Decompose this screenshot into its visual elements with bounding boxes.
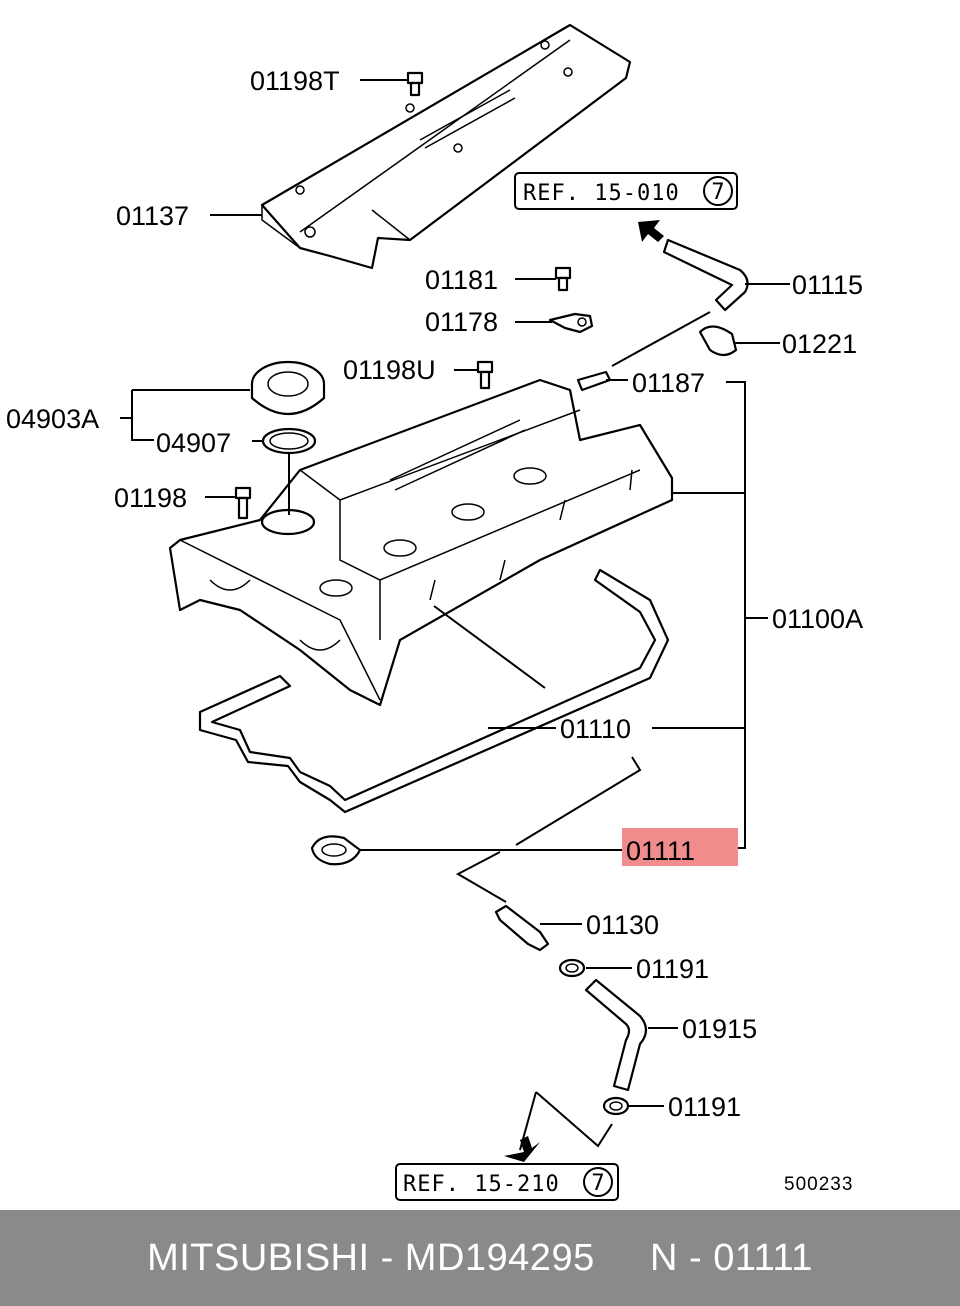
parts-diagram: 01198T 01137 01181 01178 01198U 01115 01… — [6, 23, 863, 1201]
oil-filler-cap — [250, 360, 326, 416]
rocker-cover-gasket-01110 — [198, 568, 670, 814]
footer-bar: MITSUBISHI - MD194295 N - 01111 — [0, 1210, 960, 1306]
label-01198T: 01198T — [250, 66, 340, 96]
label-01178: 01178 — [425, 307, 498, 337]
arrow-up-left-icon — [638, 220, 664, 242]
bolt-01198T-icon — [406, 71, 424, 97]
cap-gasket-04907 — [261, 427, 317, 455]
rocker-cover — [168, 378, 674, 707]
hose-01915 — [584, 978, 648, 1092]
label-01137: 01137 — [116, 201, 189, 231]
label-04903A: 04903A — [6, 404, 99, 434]
ref-box-top: REF. 15-010 7 — [514, 172, 738, 210]
label-01110: 01110 — [560, 714, 631, 744]
label-01198: 01198 — [114, 483, 187, 513]
ref-bottom-circle: 7 — [591, 1171, 604, 1196]
hose-clamp-01191-b — [602, 1096, 630, 1116]
pcv-valve-01130 — [494, 904, 550, 952]
label-01100A: 01100A — [772, 604, 863, 634]
label-01130: 01130 — [586, 910, 659, 940]
arrow-down-left-icon — [504, 1136, 540, 1162]
valve-01221-icon — [698, 325, 738, 357]
highlight-box — [622, 828, 738, 866]
ref-bottom-text: REF. 15-210 — [403, 1172, 560, 1197]
leader-lines — [120, 79, 790, 1151]
clamp-01178-icon — [548, 312, 594, 334]
label-01115: 01115 — [792, 270, 863, 300]
spark-plug-gasket-01111 — [310, 835, 362, 866]
label-01111: 01111 — [626, 836, 695, 866]
label-01198U: 01198U — [343, 355, 436, 385]
label-01181: 01181 — [425, 265, 498, 295]
ref-top-circle: 7 — [711, 180, 724, 205]
label-01915: 01915 — [682, 1014, 757, 1044]
ref-top-text: REF. 15-010 — [523, 181, 680, 206]
label-01187: 01187 — [632, 368, 705, 398]
label-01221: 01221 — [782, 329, 857, 359]
bolt-01198-icon — [234, 486, 252, 520]
nipple-01187-icon — [576, 370, 612, 392]
bolt-01181-icon — [554, 266, 572, 292]
hose-clamp-01191-a — [558, 958, 586, 978]
label-04907: 04907 — [156, 428, 231, 458]
diagram-code: 500233 — [784, 1174, 853, 1195]
label-01191-a: 01191 — [636, 954, 709, 984]
label-01191-b: 01191 — [668, 1092, 741, 1122]
ref-box-bottom: REF. 15-210 7 — [395, 1163, 619, 1201]
bolt-01198U-icon — [476, 360, 494, 390]
breather-hose-01115 — [662, 238, 749, 312]
footer-text: MITSUBISHI - MD194295 N - 01111 — [147, 1236, 813, 1279]
spark-plug-cover — [260, 23, 632, 270]
